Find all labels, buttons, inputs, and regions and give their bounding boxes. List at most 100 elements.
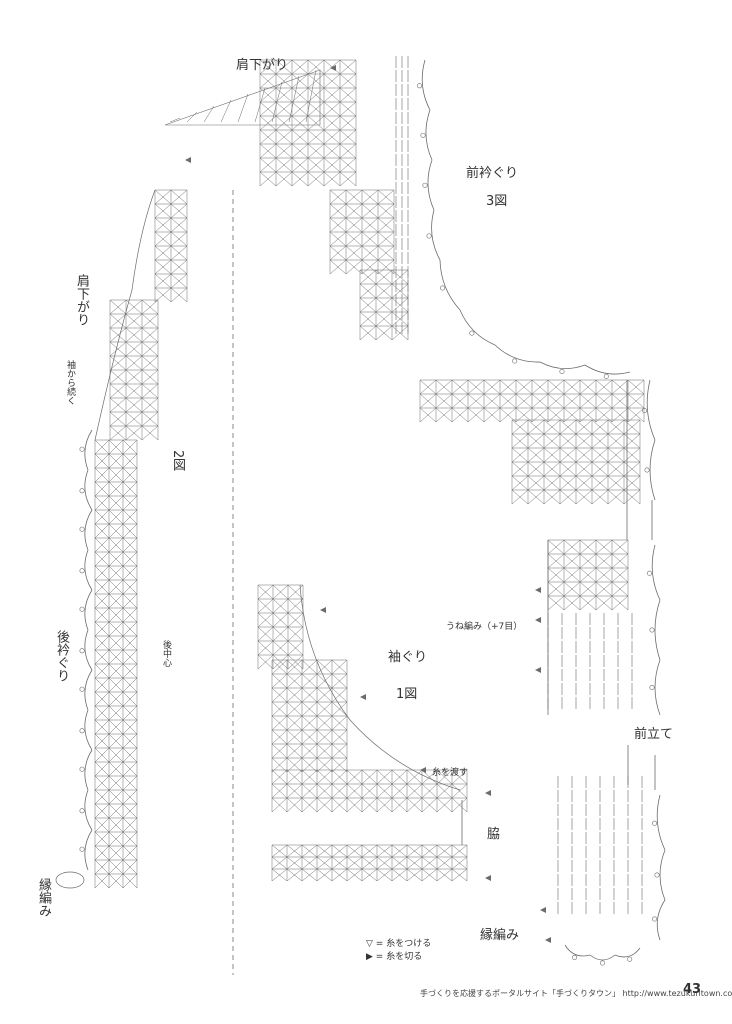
mesh-stitch: [391, 283, 409, 299]
mesh-stitch: [271, 844, 288, 858]
mesh-stitch: [108, 677, 124, 693]
mesh-stitch: [323, 157, 341, 173]
mesh-stitch: [257, 584, 274, 600]
back-neckline-label: 後衿ぐり: [54, 630, 69, 682]
mesh-stitch: [108, 509, 124, 525]
mesh-stitch: [286, 856, 303, 870]
mesh-stitch: [272, 612, 289, 628]
mesh-stitch: [346, 783, 363, 799]
mesh-stitch: [421, 783, 438, 799]
slope-stitch: [288, 75, 300, 123]
mesh-stitch: [607, 447, 625, 463]
mesh-stitch: [307, 87, 325, 103]
mesh-stitch: [467, 379, 485, 395]
mesh-stitch: [301, 687, 318, 703]
mesh-stitch: [361, 797, 378, 813]
mesh-stitch: [108, 803, 124, 819]
mesh-stitch: [291, 87, 309, 103]
mesh-stitch: [275, 87, 293, 103]
mesh-stitch: [94, 775, 110, 791]
mesh-stitch: [122, 719, 138, 735]
mesh-stitch: [170, 259, 188, 275]
mesh-stitch: [122, 593, 138, 609]
mesh-stitch: [359, 325, 377, 341]
picot-stitch: [79, 766, 85, 772]
mesh-stitch: [286, 743, 303, 759]
mesh-stitch: [359, 283, 377, 299]
fig3-mesh-mid: [329, 189, 395, 275]
mesh-stitch: [287, 598, 304, 614]
picot-stitch: [79, 648, 85, 654]
mesh-stitch: [94, 663, 110, 679]
mesh-stitch: [108, 789, 124, 805]
mesh-stitch: [331, 715, 348, 731]
mesh-stitch: [331, 729, 348, 745]
picot-stitch: [649, 684, 655, 690]
mesh-stitch: [108, 831, 124, 847]
row-arrow-icon: [540, 907, 546, 913]
mesh-stitch: [595, 407, 613, 423]
mesh-stitch: [271, 701, 288, 717]
mesh-stitch: [595, 567, 613, 583]
mesh-stitch: [563, 553, 581, 569]
mesh-stitch: [122, 565, 138, 581]
mesh-stitch: [122, 747, 138, 763]
mesh-stitch: [323, 115, 341, 131]
mesh-stitch: [287, 640, 304, 656]
mesh-stitch: [511, 475, 529, 491]
mesh-stitch: [275, 59, 293, 75]
mesh-stitch: [94, 635, 110, 651]
mesh-stitch: [391, 868, 408, 882]
mesh-stitch: [122, 509, 138, 525]
picot-stitch: [512, 358, 518, 364]
mesh-stitch: [607, 433, 625, 449]
mesh-stitch: [323, 87, 341, 103]
mesh-stitch: [531, 379, 549, 395]
mesh-stitch: [108, 621, 124, 637]
mesh-stitch: [141, 411, 159, 427]
mesh-stitch: [527, 489, 545, 505]
mesh-stitch: [301, 783, 318, 799]
mesh-stitch: [591, 475, 609, 491]
mesh-stitch: [339, 143, 357, 159]
mesh-stitch: [259, 171, 277, 187]
mesh-stitch: [406, 856, 423, 870]
mesh-stitch: [108, 551, 124, 567]
mesh-stitch: [154, 203, 172, 219]
mesh-stitch: [125, 299, 143, 315]
mesh-stitch: [141, 383, 159, 399]
mesh-stitch: [259, 115, 277, 131]
mesh-stitch: [543, 419, 561, 435]
mesh-stitch: [141, 355, 159, 371]
fig3-mesh-low: [359, 269, 409, 341]
edging-start-loop: [55, 871, 85, 889]
mesh-stitch: [331, 743, 348, 759]
mesh-stitch: [323, 101, 341, 117]
mesh-stitch: [307, 157, 325, 173]
edging-bottom-label: 縁編み: [480, 928, 520, 943]
mesh-stitch: [141, 341, 159, 357]
mesh-stitch: [436, 797, 453, 813]
picot-stitch: [79, 846, 85, 852]
mesh-stitch: [291, 73, 309, 89]
mesh-stitch: [547, 393, 565, 409]
picot-stitch: [417, 83, 423, 89]
mesh-stitch: [515, 379, 533, 395]
mesh-stitch: [527, 419, 545, 435]
mesh-stitch: [94, 705, 110, 721]
row-arrow-icon: [320, 607, 326, 613]
mesh-stitch: [272, 598, 289, 614]
mesh-stitch: [391, 297, 409, 313]
mesh-stitch: [108, 775, 124, 791]
mesh-stitch: [286, 769, 303, 785]
mesh-stitch: [527, 447, 545, 463]
mesh-stitch: [154, 231, 172, 247]
mesh-stitch: [108, 691, 124, 707]
mesh-stitch: [108, 635, 124, 651]
mesh-stitch: [94, 817, 110, 833]
mesh-stitch: [109, 355, 127, 371]
row-arrow-icon: [330, 65, 336, 71]
shoulder-slope-outline: [164, 69, 321, 126]
mesh-stitch: [377, 231, 395, 247]
mesh-stitch: [515, 393, 533, 409]
